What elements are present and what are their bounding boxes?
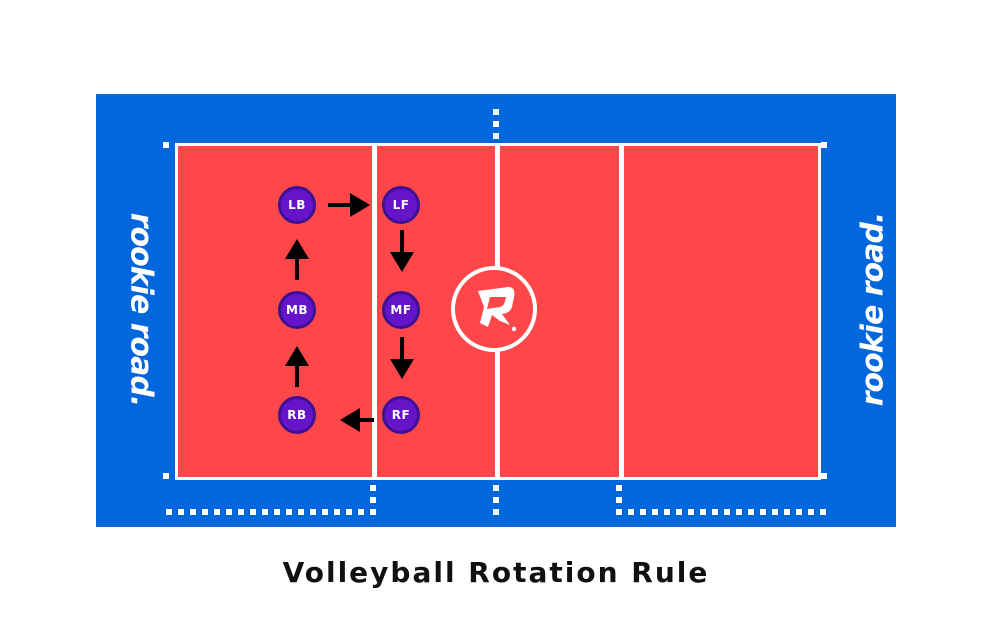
- corner-marker: [163, 142, 169, 148]
- boundary-dot: [346, 509, 352, 515]
- boundary-dot: [493, 509, 499, 515]
- boundary-dot: [628, 509, 634, 515]
- boundary-dot: [760, 509, 766, 515]
- boundary-dot: [370, 485, 376, 491]
- boundary-dot: [274, 509, 280, 515]
- boundary-dot: [202, 509, 208, 515]
- boundary-dot: [358, 509, 364, 515]
- boundary-dot: [214, 509, 220, 515]
- boundary-dot: [310, 509, 316, 515]
- boundary-dot: [712, 509, 718, 515]
- diagram-title: Volleyball Rotation Rule: [282, 556, 710, 589]
- boundary-dot: [772, 509, 778, 515]
- boundary-dot: [724, 509, 730, 515]
- logo-circle: [451, 266, 537, 352]
- boundary-dot: [250, 509, 256, 515]
- boundary-dot: [652, 509, 658, 515]
- boundary-dot: [322, 509, 328, 515]
- boundary-dot: [226, 509, 232, 515]
- boundary-dot: [820, 509, 826, 515]
- player-lf: LF: [382, 186, 420, 224]
- boundary-dot: [190, 509, 196, 515]
- player-rf: RF: [382, 396, 420, 434]
- boundary-dot: [286, 509, 292, 515]
- attack-line-right: [619, 146, 624, 477]
- boundary-dot: [688, 509, 694, 515]
- center-dot: [493, 121, 499, 127]
- boundary-dot: [493, 497, 499, 503]
- boundary-dot: [178, 509, 184, 515]
- corner-marker: [821, 473, 827, 479]
- boundary-dot: [616, 497, 622, 503]
- boundary-dot: [238, 509, 244, 515]
- boundary-dot: [370, 509, 376, 515]
- boundary-dot: [748, 509, 754, 515]
- boundary-dot: [676, 509, 682, 515]
- boundary-dot: [808, 509, 814, 515]
- player-mf: MF: [382, 291, 420, 329]
- boundary-dot: [664, 509, 670, 515]
- center-dot: [493, 109, 499, 115]
- boundary-dot: [616, 485, 622, 491]
- boundary-dot: [616, 509, 622, 515]
- center-dot: [493, 133, 499, 139]
- player-rb: RB: [278, 396, 316, 434]
- player-mb: MB: [278, 291, 316, 329]
- boundary-dot: [298, 509, 304, 515]
- boundary-dot: [166, 509, 172, 515]
- boundary-dot: [370, 497, 376, 503]
- player-lb: LB: [278, 186, 316, 224]
- boundary-dot: [493, 485, 499, 491]
- r-logo-icon: [478, 287, 517, 332]
- boundary-dot: [640, 509, 646, 515]
- boundary-dot: [796, 509, 802, 515]
- boundary-dot: [784, 509, 790, 515]
- boundary-dot: [334, 509, 340, 515]
- boundary-dot: [736, 509, 742, 515]
- boundary-dot: [700, 509, 706, 515]
- corner-marker: [163, 473, 169, 479]
- boundary-dot: [262, 509, 268, 515]
- attack-line-left: [372, 146, 377, 477]
- corner-marker: [821, 142, 827, 148]
